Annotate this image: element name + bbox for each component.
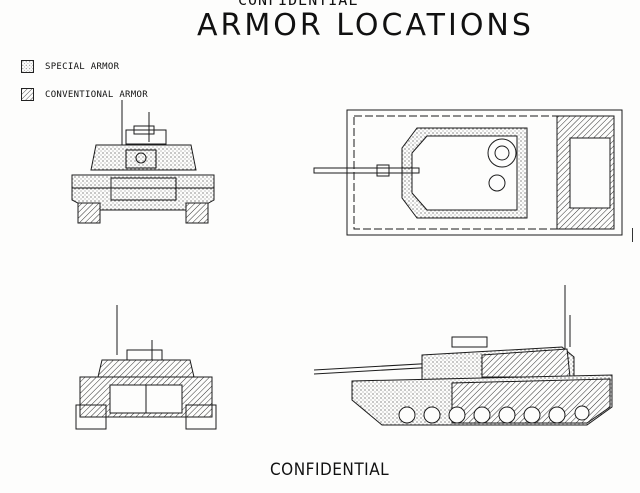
stipple-swatch-icon xyxy=(21,60,34,73)
legend-label-conventional-armor: CONVENTIONAL ARMOR xyxy=(45,89,148,100)
tank-side-view xyxy=(313,285,613,426)
tank-top-view xyxy=(313,109,623,236)
legend-item-special-armor: SPECIAL ARMOR xyxy=(21,60,119,73)
bottom-classification-marking: CONFIDENTIAL xyxy=(270,460,390,480)
hatch-swatch-icon xyxy=(21,88,34,101)
tank-front-view xyxy=(71,100,215,224)
margin-mark xyxy=(632,228,637,242)
legend-label-special-armor: SPECIAL ARMOR xyxy=(45,61,120,72)
legend-item-conventional-armor: CONVENTIONAL ARMOR xyxy=(21,88,148,101)
top-classification-marking: CONFIDENTIAL xyxy=(238,0,359,9)
page-title: ARMOR LOCATIONS xyxy=(197,8,534,43)
tank-rear-view xyxy=(75,305,217,430)
